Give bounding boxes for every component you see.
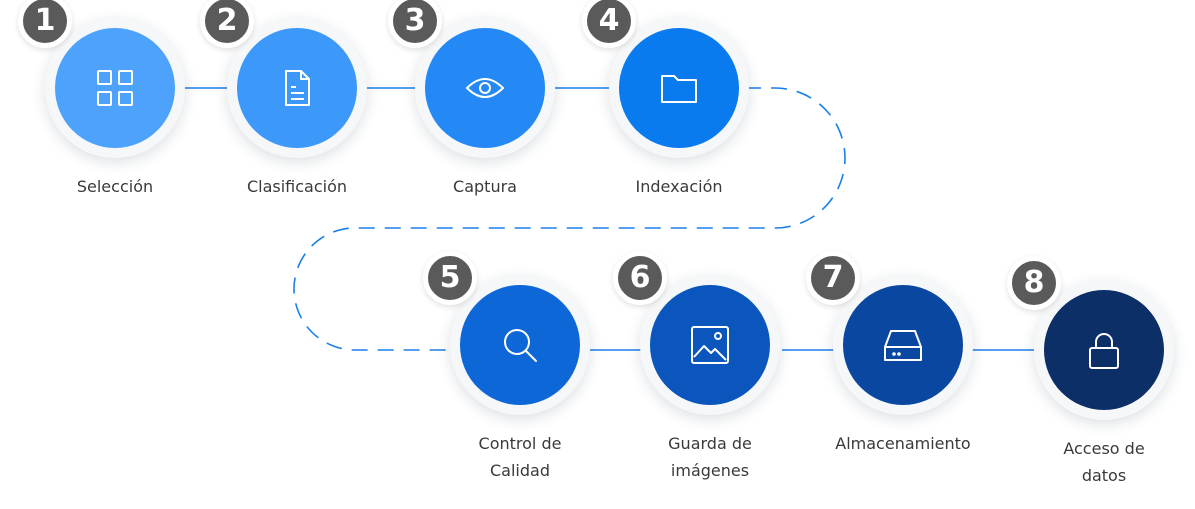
step-label: Almacenamiento: [835, 434, 971, 453]
step-label: Captura: [453, 177, 517, 196]
step-circle: [425, 28, 545, 148]
step-circle: [1044, 290, 1164, 410]
step-number-badge: 3: [388, 0, 442, 48]
step-number-badge: 6: [613, 251, 667, 305]
storage-drive-icon: [884, 330, 922, 361]
step-number-badge: 8: [1007, 256, 1061, 310]
step-circle: [843, 285, 963, 405]
step-circle: [237, 28, 357, 148]
search-icon: [504, 329, 537, 362]
step-number-badge: 4: [582, 0, 636, 48]
grid-icon: [97, 70, 133, 106]
folder-icon: [661, 75, 697, 103]
step-circle: [650, 285, 770, 405]
lock-icon: [1089, 333, 1119, 369]
document-icon: [285, 70, 310, 106]
step-number-badge: 1: [18, 0, 72, 48]
step-number-badge: 5: [423, 251, 477, 305]
step-circle: [460, 285, 580, 405]
step-number-badge: 2: [200, 0, 254, 48]
step-label: Indexación: [635, 177, 723, 196]
step-circle: [619, 28, 739, 148]
step-number-badge: 7: [806, 251, 860, 305]
image-icon: [691, 326, 729, 364]
dashed-return-path: [293, 87, 846, 351]
step-label: Selección: [76, 177, 154, 196]
step-circle: [55, 28, 175, 148]
eye-icon: [465, 78, 505, 98]
step-label: Clasificación: [246, 177, 348, 196]
